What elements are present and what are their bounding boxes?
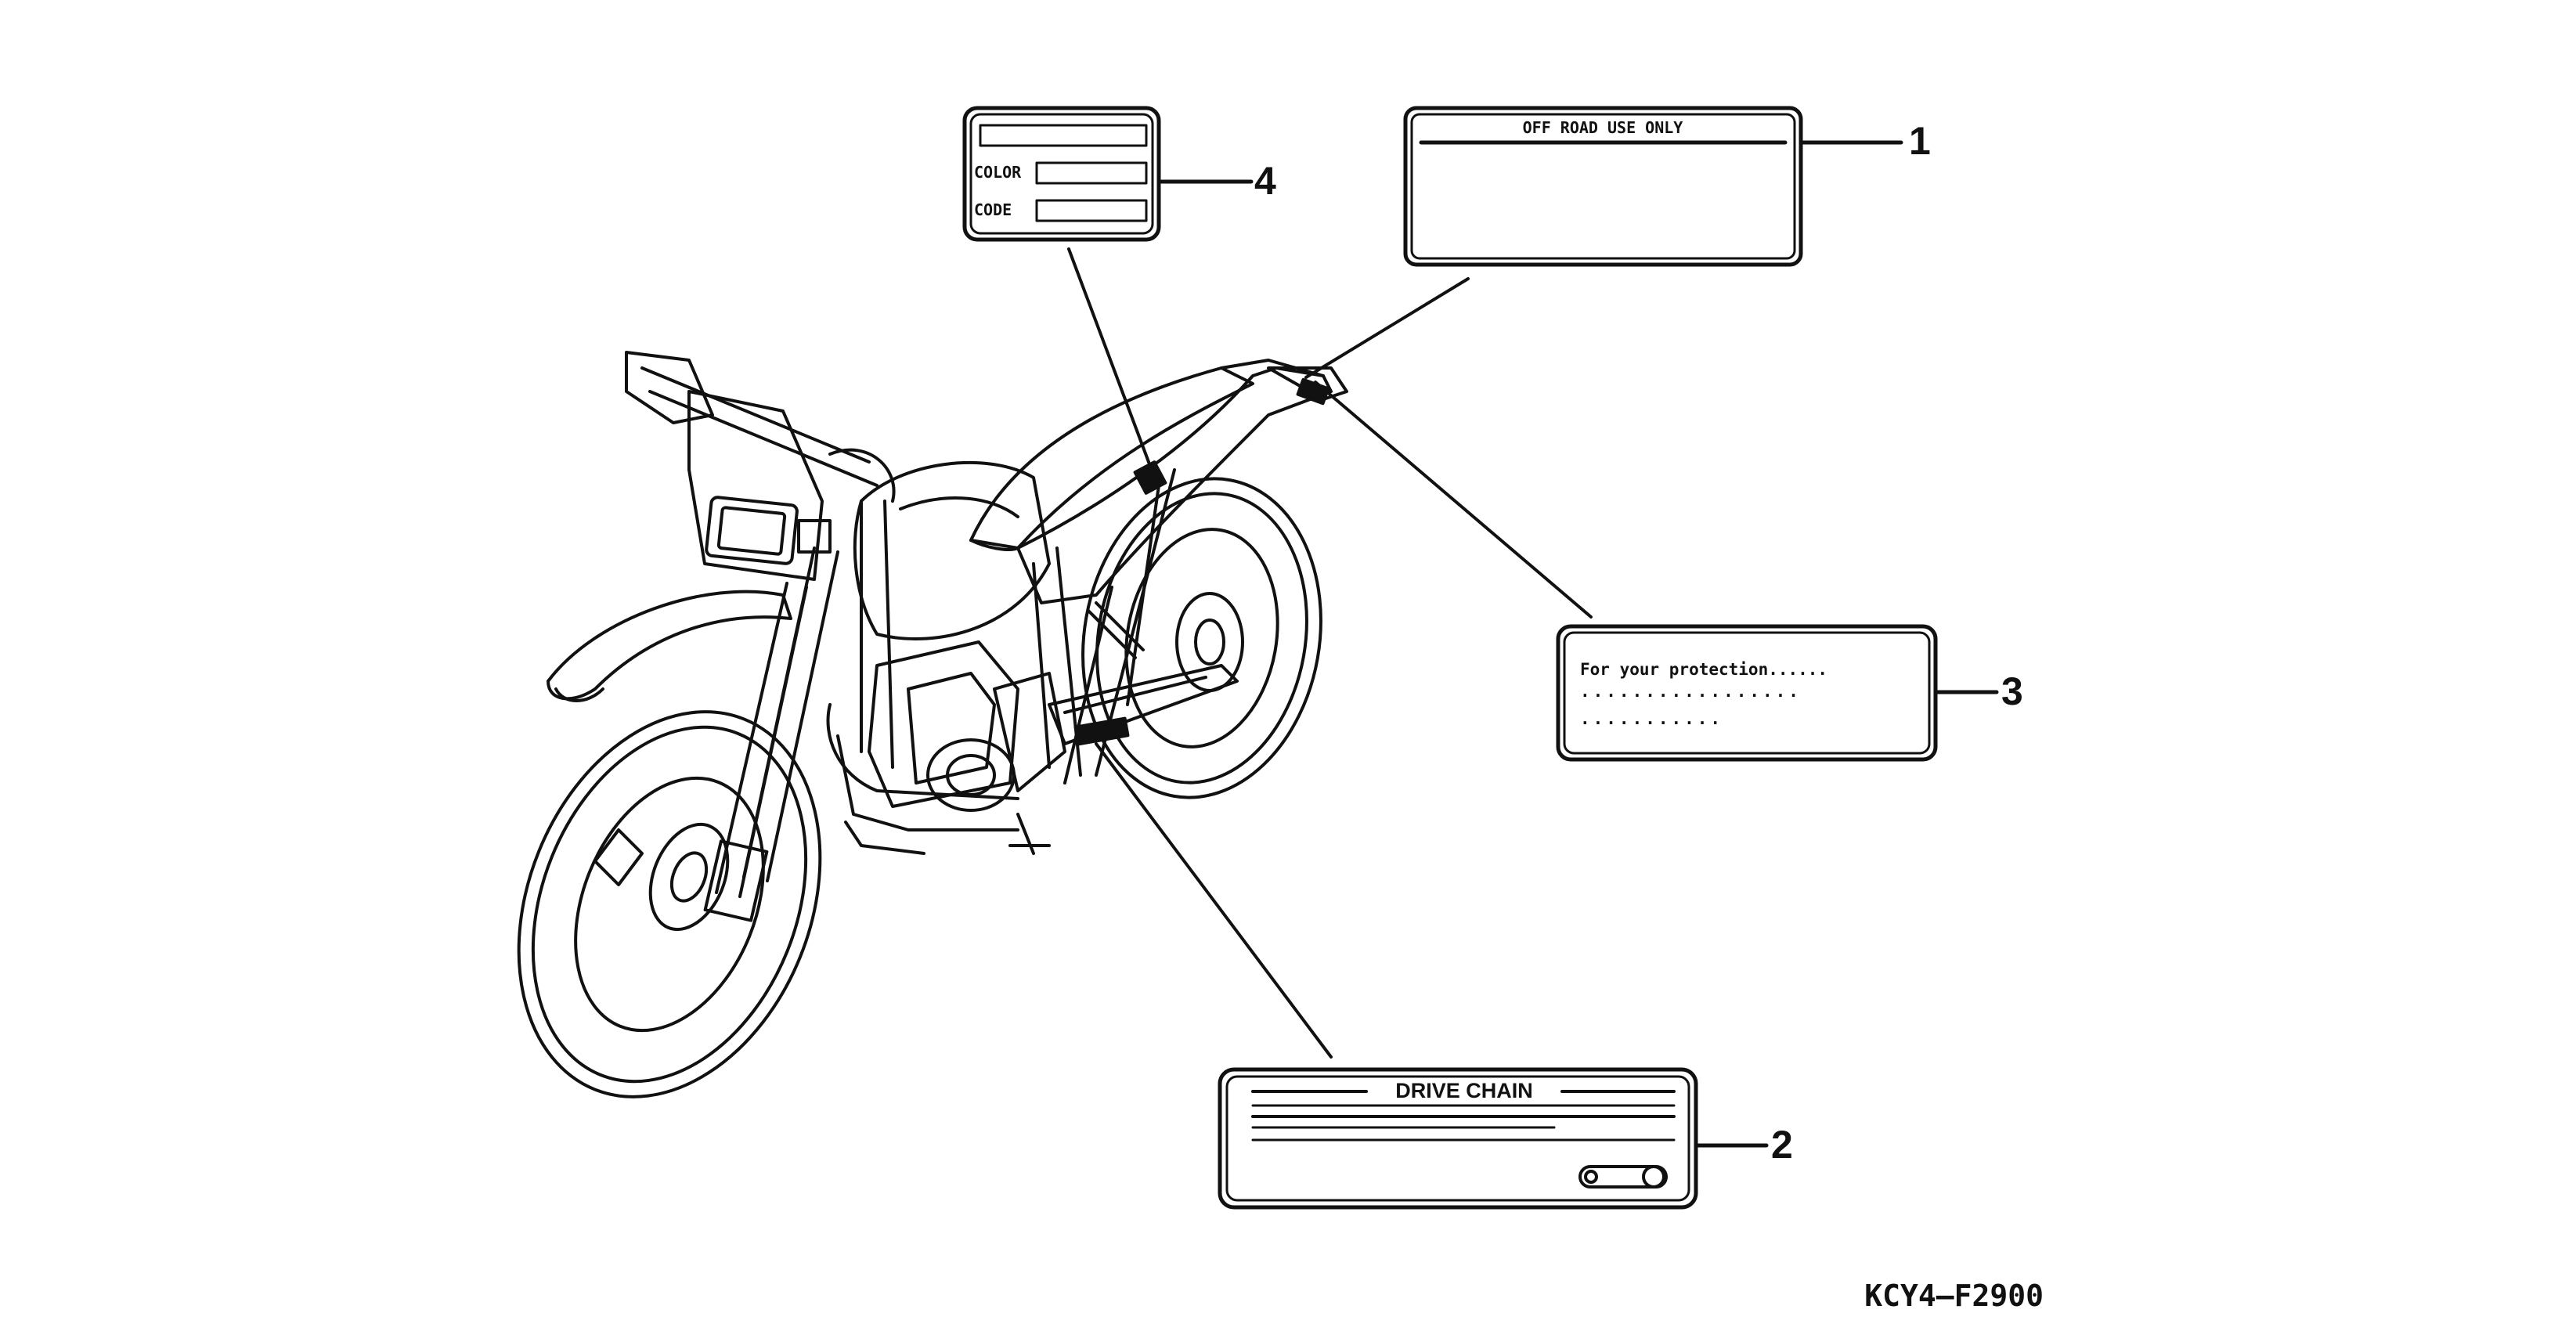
motorcycle-illustration — [517, 351, 1348, 1098]
label-4-code-field: CODE — [974, 200, 1012, 219]
label-3: For your protection...... ..............… — [1556, 624, 2023, 762]
label-4: COLOR CODE 4 — [962, 106, 1276, 242]
label-1-title: OFF ROAD USE ONLY — [1523, 118, 1683, 137]
figure-code: KCY4–F2900 — [1864, 1279, 2044, 1313]
callout-number-1: 1 — [1909, 119, 1931, 163]
label-3-text: For your protection — [1580, 660, 1768, 679]
callout-number-2: 2 — [1771, 1123, 1793, 1167]
label-1: OFF ROAD USE ONLY 1 — [1403, 106, 1931, 267]
label-2: DRIVE CHAIN 2 — [1218, 1067, 1793, 1210]
callout-number-3: 3 — [2001, 669, 2023, 713]
label-3-dots-1: ...... — [1768, 660, 1827, 679]
label-3-dots-2: ................. — [1580, 682, 1802, 701]
drive-chain-icon — [1578, 1165, 1668, 1189]
leader-lines — [1067, 247, 1593, 1059]
label-3-dots-3: ........... — [1580, 709, 1723, 728]
svg-text:For your protection......: For your protection...... — [1580, 660, 1827, 679]
callout-number-4: 4 — [1254, 159, 1276, 203]
label-2-title: DRIVE CHAIN — [1395, 1079, 1533, 1102]
label-4-color-field: COLOR — [974, 163, 1022, 182]
